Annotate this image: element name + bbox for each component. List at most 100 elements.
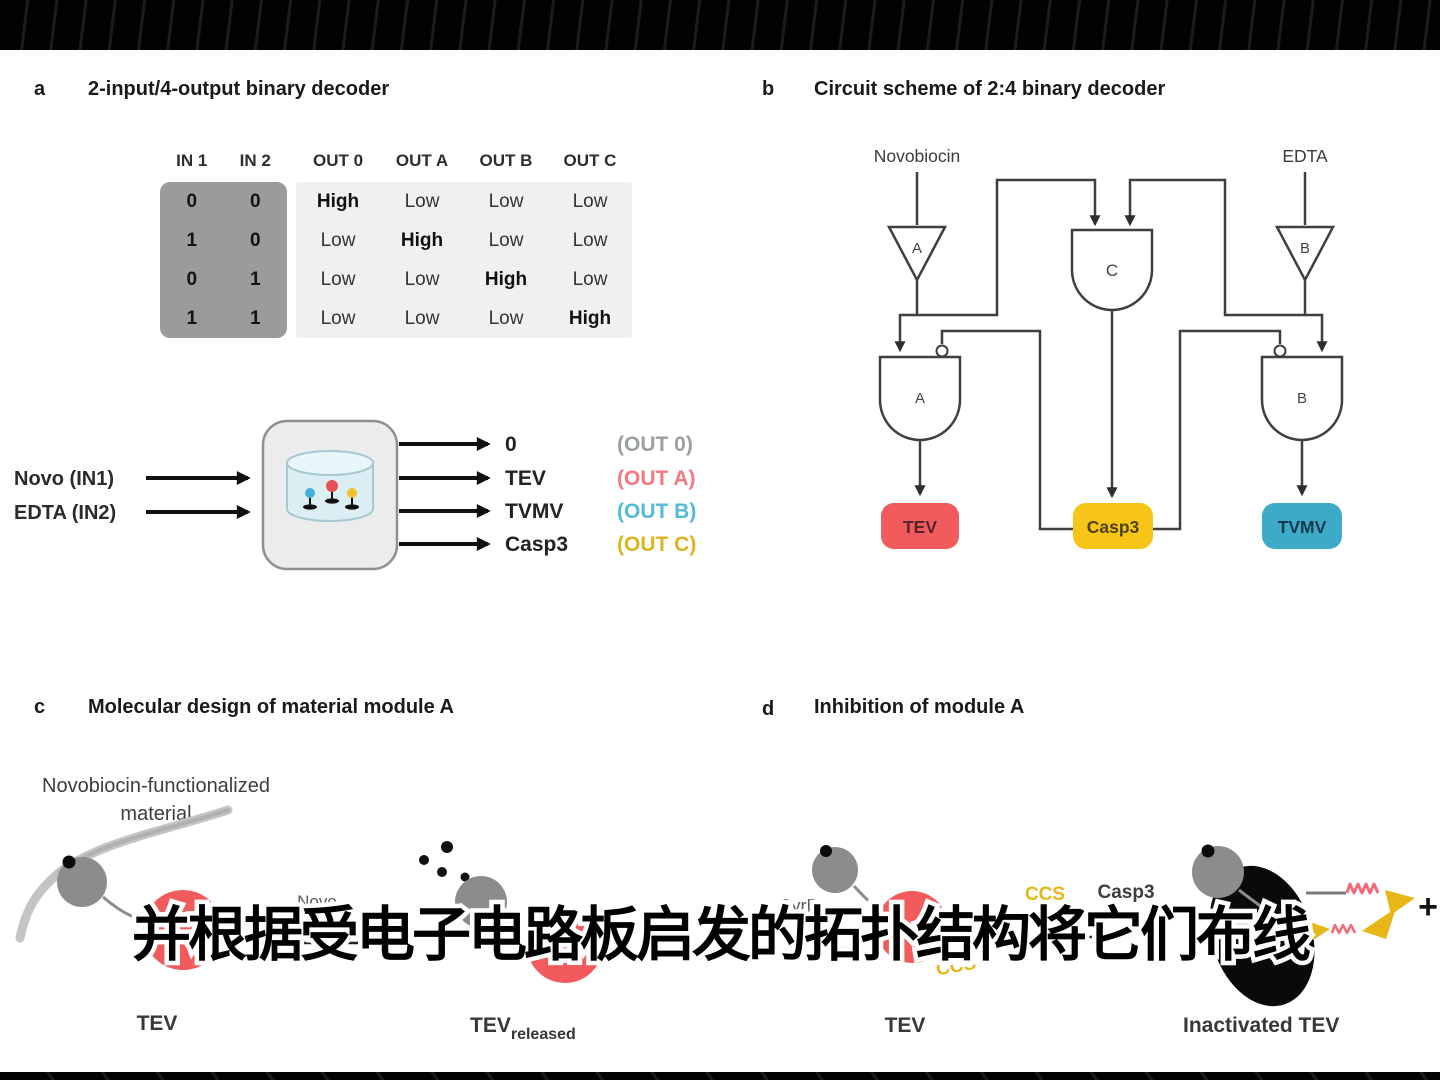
tt-cell: 1 [186,230,198,251]
tt-cell: Low [320,269,356,290]
tt-cell: Low [488,230,524,251]
tt-cell: 0 [249,191,261,212]
gyrb-blob-released [455,876,507,928]
novobiocin-dot [820,845,832,857]
video-top-border [0,0,1440,50]
spring-coil [1345,882,1380,895]
tt-cell: Low [572,230,608,251]
tvmv-output-label: TVMV [1278,517,1327,537]
output-name: TEV [505,467,546,490]
tev-output-box [881,503,959,549]
ccs-top-label: CCS [1025,884,1065,905]
table-row: 1 1 [160,299,287,338]
tev-blob-released [527,907,603,983]
truth-table-outputs-block: High Low Low Low Low High Low Low Low Lo… [296,182,632,338]
tt-cell: 1 [186,308,198,329]
tev-blob [143,890,223,970]
tt-cell: Low [404,308,440,329]
protease-pin-red [325,480,339,504]
output-tag: (OUT C) [617,533,696,556]
and-gate-A [878,355,962,442]
table-row: High Low Low Low [296,182,632,221]
cleaved-fragment-arrowhead [1022,932,1042,949]
tt-cell: 1 [249,308,261,329]
and-gate-C-label: C [1106,261,1118,280]
wire [917,178,1101,317]
tt-cell: High [316,191,360,212]
yellow-arrowhead [1362,908,1396,939]
casp3-output-box [1073,503,1153,549]
panel-d-title: Inhibition of module A [814,696,1025,718]
spring-coil-small [1330,923,1357,935]
panel-a-title: 2-input/4-output binary decoder [88,78,390,100]
dish-rim [286,450,374,476]
table-row: 0 1 [160,260,287,299]
col-header: IN 2 [239,151,271,170]
circuit-input-right-label: EDTA [1282,146,1328,166]
buffer-gate-A-label: A [912,240,922,257]
inactivated-tev-blob [1209,865,1315,1007]
tt-cell: 1 [249,269,261,290]
free-novo-dot [460,872,470,882]
protease-pin-blue [303,488,317,510]
module-a-inhibition-figure: GyrB CCS Casp3 CCS + TEV Inactivated TEV [777,844,1438,1037]
output-tag: (OUT 0) [617,433,693,456]
tt-cell: 0 [186,269,198,290]
gyrb-blob [812,847,858,893]
col-header: IN 1 [176,151,208,170]
output-name: Casp3 [505,533,568,556]
and-gate-A-label: A [915,390,925,407]
tt-cell: Low [404,191,440,212]
feedback-wire [1152,329,1282,531]
casp3-output-label: Casp3 [1087,517,1140,537]
module-a-design-figure: Novobiocin-functionalized material Novo … [15,775,603,1043]
casp3-label: Casp3 [1097,882,1154,903]
tt-cell: Low [572,269,608,290]
table-row: Low High Low Low [296,221,632,260]
tev-caption: TEV [137,1012,178,1035]
subtitle-text: 并根据受电子电路板启发的拓扑结构将它们布线 [131,902,1311,968]
inactivated-tev-caption: Inactivated TEV [1183,1014,1339,1037]
tev-blob [876,891,948,963]
gyrb-blob-right [1192,846,1244,898]
output-name: TVMV [505,500,563,523]
decoder-input1-label: Novo (IN1) [14,468,114,490]
novobiocin-dot [1201,844,1215,858]
tt-cell: Low [320,230,356,251]
free-novo-dot [441,841,453,853]
table-row: 0 0 [160,182,287,221]
tt-cell: 0 [249,230,261,251]
panel-d-letter: d [762,698,775,720]
subtitle-outline: 并根据受电子电路板启发的拓扑结构将它们布线 [127,898,1315,973]
inverter-bubble [935,344,949,358]
table-row: 1 0 [160,221,287,260]
output-tag: (OUT B) [617,500,696,523]
tt-cell: 0 [186,191,198,212]
panel-a-letter: a [34,78,46,100]
and-gate-B-label: B [1297,390,1307,407]
gyrb-blob [57,857,107,907]
video-bottom-border [0,1072,1440,1080]
tt-cell: Low [572,191,608,212]
col-header: OUT B [479,151,533,170]
tev-output-label: TEV [903,517,937,537]
subtitle-overlay: 并根据受电子电路板启发的拓扑结构将它们布线 并根据受电子电路板启发的拓扑结构将它… [0,893,1440,983]
wire [1303,280,1328,353]
buffer-gate-B [1274,225,1336,283]
plus-sign: + [1418,888,1438,926]
wire [894,280,919,353]
tt-cell: Low [488,308,524,329]
tt-cell: High [568,308,612,329]
yellow-wedge-small [1310,922,1330,940]
gyrb-label: GyrB [777,896,818,916]
panel-b-title: Circuit scheme of 2:4 binary decoder [814,78,1166,100]
output-name: 0 [505,433,517,456]
buffer-gate-A [886,225,948,283]
buffer-gate-B-label: B [1300,240,1310,257]
tt-cell: Low [404,269,440,290]
and-gate-C [1070,228,1154,312]
decoder-input2-label: EDTA (IN2) [14,502,116,524]
linker [1238,888,1265,911]
material-label-line2: material [120,803,191,825]
